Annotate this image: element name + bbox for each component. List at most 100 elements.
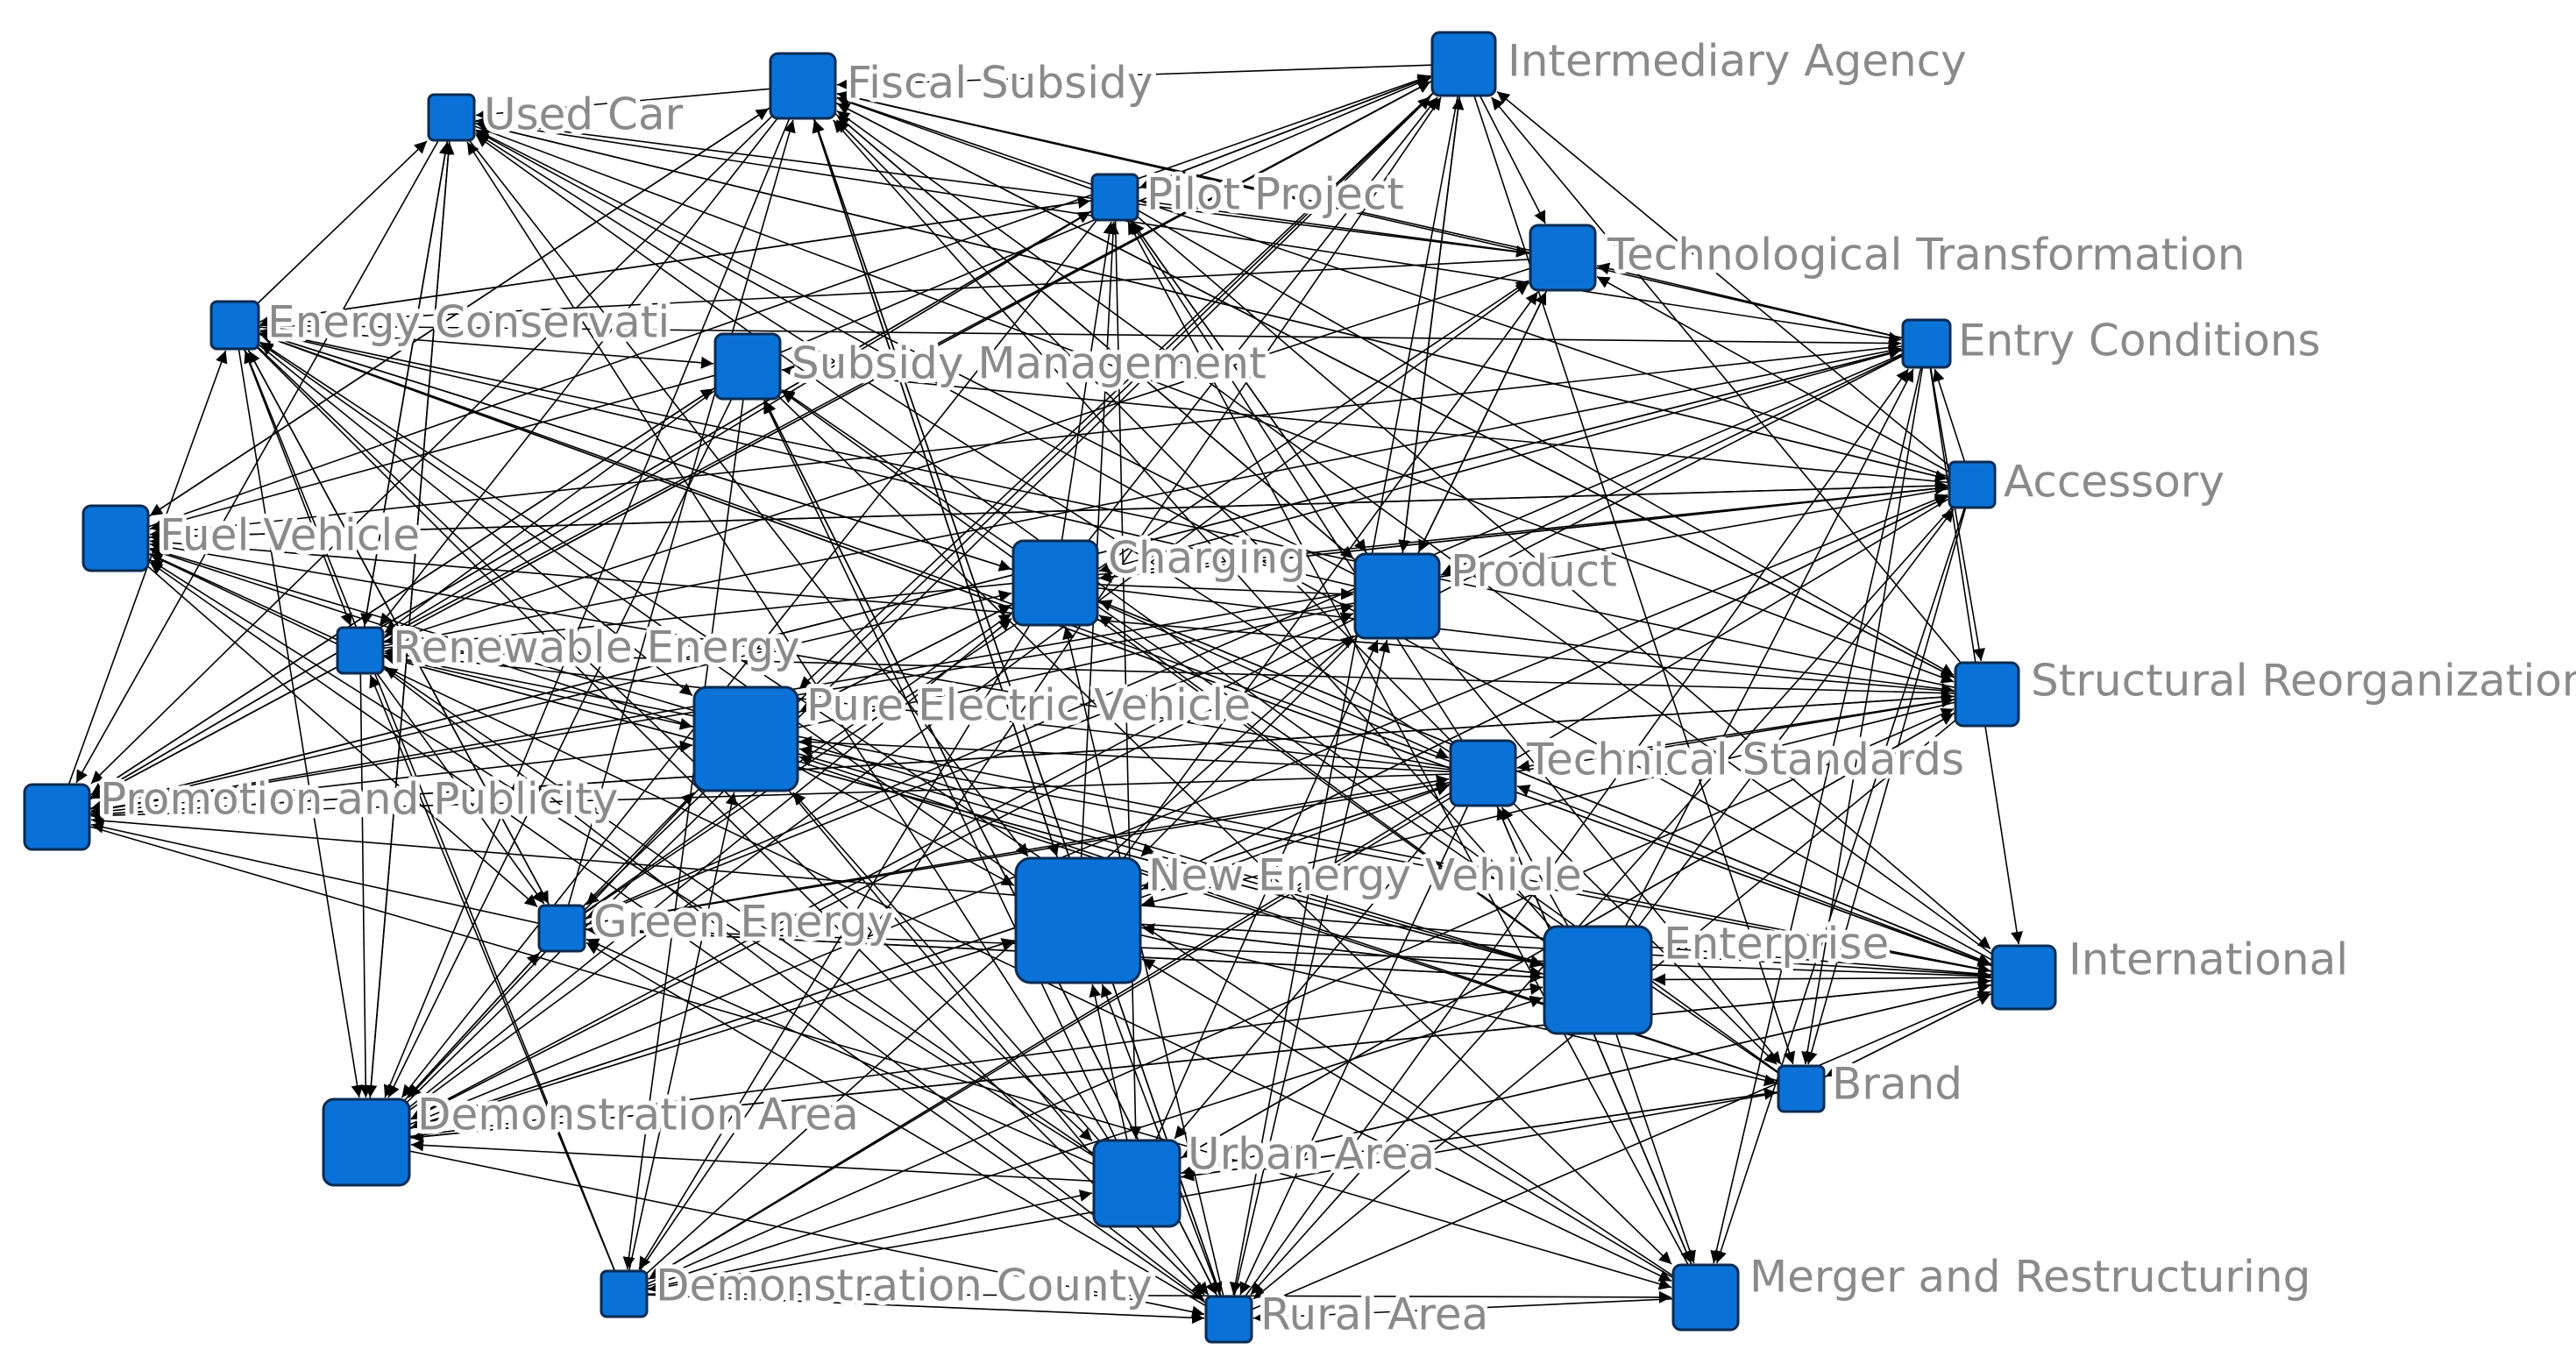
- node-box-product[interactable]: [1353, 552, 1441, 640]
- edge-energy-conservati-to-rural-area: [234, 324, 1205, 1296]
- node-box-subsidy-management[interactable]: [713, 332, 782, 401]
- node-technological-transformation[interactable]: Technological Transformation: [1529, 224, 2249, 292]
- node-label-renewable-energy: Renewable Energy: [393, 622, 800, 673]
- node-pure-electric-vehicle[interactable]: Pure Electric Vehicle: [692, 676, 1255, 792]
- node-box-charging[interactable]: [1011, 539, 1099, 627]
- node-demonstration-county[interactable]: Demonstration County: [600, 1256, 1157, 1318]
- edge-demonstration-area-to-international: [365, 976, 1991, 1143]
- node-accessory[interactable]: Accessory: [1948, 452, 2229, 512]
- node-used-car[interactable]: Used Car: [427, 85, 688, 145]
- edge-green-energy-to-energy-conservati: [247, 350, 563, 929]
- node-pilot-project[interactable]: Pilot Project: [1090, 165, 1409, 224]
- node-entry-conditions[interactable]: Entry Conditions: [1901, 311, 2325, 371]
- edge-technical-standards-to-pure-electric-vehicle: [798, 735, 1484, 774]
- edge-entry-conditions-to-fiscal-subsidy: [836, 90, 1927, 345]
- edge-rural-area-to-fiscal-subsidy: [813, 119, 1230, 1320]
- edge-pilot-project-to-structural-reorganization: [1114, 196, 1955, 676]
- node-charging[interactable]: Charging: [1011, 529, 1310, 627]
- edge-demonstration-county-to-renewable-energy: [369, 674, 625, 1295]
- node-product[interactable]: Product: [1353, 542, 1622, 640]
- edge-urban-area-to-international: [1136, 982, 1991, 1184]
- edge-product-to-technological-transformation: [1396, 291, 1547, 597]
- node-box-demonstration-county[interactable]: [600, 1269, 649, 1318]
- edge-entry-conditions-to-demonstration-area: [410, 343, 1927, 1120]
- node-box-technical-standards[interactable]: [1449, 739, 1517, 807]
- node-renewable-energy[interactable]: Renewable Energy: [336, 618, 805, 678]
- node-label-intermediary-agency: Intermediary Agency: [1508, 36, 1967, 87]
- edge-technical-standards-to-energy-conservati: [259, 332, 1484, 774]
- node-box-pilot-project[interactable]: [1090, 173, 1139, 222]
- node-box-renewable-energy[interactable]: [336, 626, 385, 675]
- node-subsidy-management[interactable]: Subsidy Management: [713, 332, 1271, 401]
- edge-brand-to-demonstration-county: [648, 1088, 1802, 1294]
- edge-international-to-charging: [1098, 600, 2025, 978]
- node-box-used-car[interactable]: [427, 93, 476, 142]
- node-box-technological-transformation[interactable]: [1529, 224, 1597, 292]
- edge-pilot-project-to-intermediary-agency: [1114, 75, 1431, 198]
- node-green-energy[interactable]: Green Energy: [537, 892, 898, 953]
- node-merger-and-restructuring[interactable]: Merger and Restructuring: [1671, 1247, 2315, 1332]
- edge-demonstration-county-to-pure-electric-vehicle: [623, 792, 738, 1295]
- node-box-international[interactable]: [1991, 944, 2057, 1011]
- edge-urban-area-to-fuel-vehicle: [149, 558, 1138, 1184]
- edge-pilot-project-to-renewable-energy: [384, 196, 1116, 636]
- node-box-enterprise[interactable]: [1543, 925, 1653, 1035]
- edge-international-to-enterprise: [1652, 973, 2025, 986]
- node-brand[interactable]: Brand: [1777, 1055, 1967, 1114]
- edge-technological-transformation-to-used-car: [475, 116, 1564, 259]
- node-label-enterprise: Enterprise: [1664, 919, 1889, 970]
- node-box-intermediary-agency[interactable]: [1430, 31, 1497, 97]
- edge-charging-to-technical-standards: [1054, 582, 1450, 759]
- node-enterprise[interactable]: Enterprise: [1543, 914, 1893, 1035]
- node-label-demonstration-county: Demonstration County: [656, 1261, 1153, 1311]
- node-intermediary-agency[interactable]: Intermediary Agency: [1430, 31, 1971, 97]
- node-box-accessory[interactable]: [1948, 460, 1997, 509]
- node-box-pure-electric-vehicle[interactable]: [692, 686, 799, 792]
- node-box-entry-conditions[interactable]: [1901, 318, 1952, 369]
- node-international[interactable]: International: [1991, 930, 2352, 1011]
- node-box-merger-and-restructuring[interactable]: [1671, 1263, 1740, 1332]
- node-box-structural-reorganization[interactable]: [1954, 661, 2020, 728]
- edge-promotion-and-publicity-to-intermediary-agency: [56, 81, 1431, 818]
- node-box-rural-area[interactable]: [1204, 1295, 1253, 1344]
- node-box-promotion-and-publicity[interactable]: [23, 783, 91, 851]
- node-fuel-vehicle[interactable]: Fuel Vehicle: [82, 504, 424, 572]
- edge-layer: [56, 63, 2025, 1325]
- edge-demonstration-county-to-product: [623, 635, 1354, 1295]
- edge-product-to-energy-conservati: [259, 328, 1398, 597]
- node-box-demonstration-area[interactable]: [322, 1098, 411, 1187]
- node-box-brand[interactable]: [1777, 1064, 1826, 1113]
- edge-merger-and-restructuring-to-energy-conservati: [259, 341, 1707, 1298]
- node-box-fiscal-subsidy[interactable]: [769, 52, 837, 120]
- node-technical-standards[interactable]: Technical Standards: [1449, 730, 1969, 807]
- edge-demonstration-area-to-accessory: [365, 494, 1948, 1143]
- node-box-green-energy[interactable]: [537, 904, 586, 953]
- edge-subsidy-management-to-renewable-energy: [384, 366, 749, 634]
- node-box-urban-area[interactable]: [1092, 1139, 1182, 1228]
- node-box-new-energy-vehicle[interactable]: [1014, 856, 1142, 984]
- node-demonstration-area[interactable]: Demonstration Area: [322, 1085, 863, 1187]
- node-promotion-and-publicity[interactable]: Promotion and Publicity: [23, 770, 622, 851]
- edge-renewable-energy-to-rural-area: [359, 650, 1205, 1302]
- node-label-brand: Brand: [1832, 1059, 1962, 1110]
- node-new-energy-vehicle[interactable]: New Energy Vehicle: [1014, 846, 1586, 984]
- edge-fiscal-subsidy-to-renewable-energy: [379, 85, 804, 627]
- edge-accessory-to-fiscal-subsidy: [836, 96, 1973, 486]
- edge-product-to-pilot-project: [1132, 221, 1398, 597]
- node-rural-area[interactable]: Rural Area: [1204, 1285, 1493, 1345]
- edge-intermediary-agency-to-fiscal-subsidy: [836, 63, 1465, 91]
- node-energy-conservati[interactable]: Energy Conservati: [209, 293, 674, 352]
- edge-product-to-intermediary-agency: [1396, 96, 1465, 597]
- node-urban-area[interactable]: Urban Area: [1092, 1125, 1439, 1228]
- edge-demonstration-area-to-technical-standards: [365, 782, 1450, 1143]
- node-box-energy-conservati[interactable]: [209, 300, 260, 351]
- edge-renewable-energy-to-used-car: [359, 141, 451, 651]
- edge-used-car-to-new-energy-vehicle: [451, 117, 1029, 857]
- edge-demonstration-county-to-rural-area: [623, 1293, 1205, 1325]
- edge-structural-reorganization-to-intermediary-agency: [1490, 96, 1988, 695]
- node-structural-reorganization[interactable]: Structural Reorganization: [1954, 651, 2576, 728]
- node-box-fuel-vehicle[interactable]: [82, 504, 150, 572]
- node-fiscal-subsidy[interactable]: Fiscal Subsidy: [769, 52, 1157, 120]
- node-label-structural-reorganization: Structural Reorganization: [2031, 656, 2576, 707]
